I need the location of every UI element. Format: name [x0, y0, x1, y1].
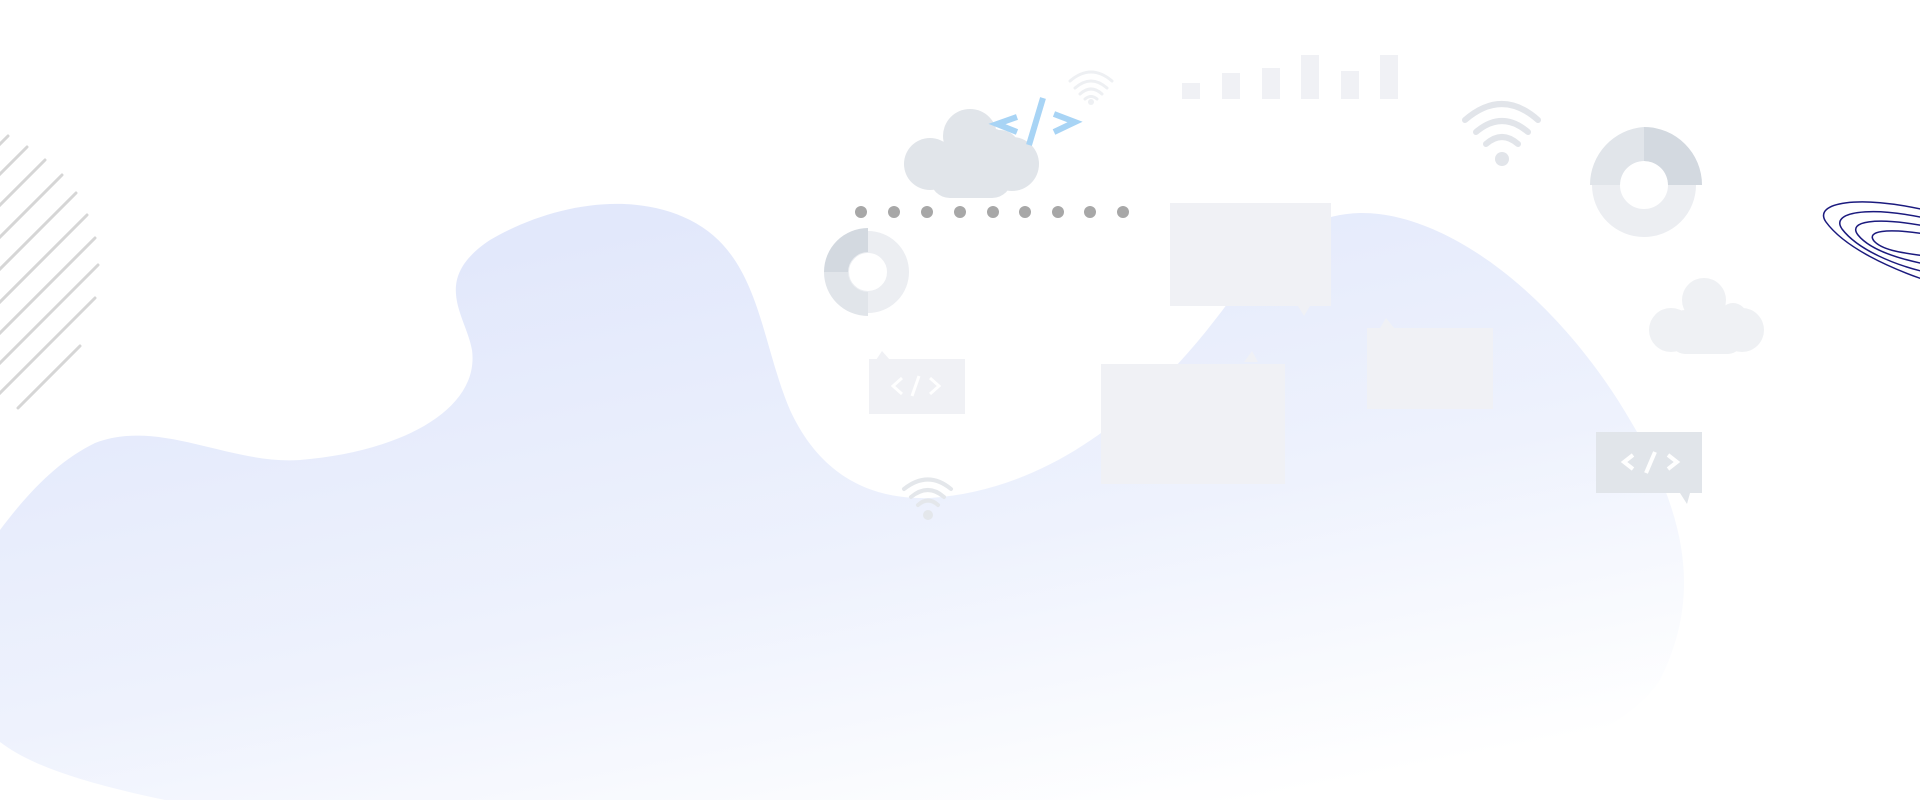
speech-bubble	[1367, 318, 1493, 409]
dotted-line	[855, 206, 1129, 218]
spiral-lines	[1823, 201, 1920, 280]
bar-chart-icon	[1182, 55, 1398, 99]
donut-chart-icon	[824, 228, 909, 316]
code-tag-icon	[988, 97, 1083, 146]
code-bubble-icon	[869, 351, 965, 414]
wifi-icon	[902, 477, 953, 520]
speech-bubble	[1170, 203, 1331, 316]
wifi-icon	[1462, 101, 1541, 166]
donut-chart-icon	[1589, 127, 1702, 237]
cloud-icon	[904, 109, 1039, 198]
wifi-icon	[1068, 70, 1114, 105]
blob-background	[0, 203, 1684, 800]
code-bubble-icon	[1596, 432, 1702, 504]
speech-bubble	[1101, 351, 1285, 484]
diagonal-hatch	[0, 134, 100, 410]
cloud-icon	[1649, 278, 1764, 354]
